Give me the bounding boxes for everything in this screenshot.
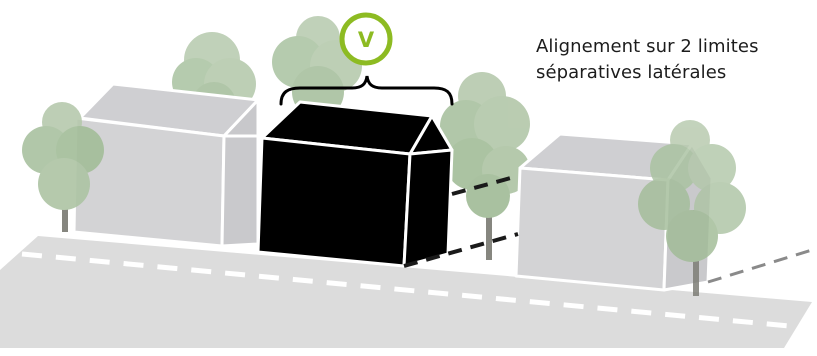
boundary-line-right-neighbor xyxy=(707,248,813,284)
target-building-front-facade xyxy=(256,136,412,268)
caption: Alignement sur 2 limites séparatives lat… xyxy=(536,34,806,86)
caption-line-1: Alignement sur 2 limites xyxy=(536,36,759,57)
lot-boundaries xyxy=(403,174,813,284)
zone-badge: V xyxy=(339,12,393,66)
caption-line-2: séparatives latérales xyxy=(536,62,727,83)
road-marking xyxy=(21,251,801,330)
tree-left-edge xyxy=(22,102,104,232)
building-side-facade xyxy=(220,134,260,248)
curly-brace xyxy=(279,75,454,106)
boundary-line-front xyxy=(403,232,519,268)
boundary-line-rear xyxy=(451,174,519,196)
target-building xyxy=(256,100,454,268)
badge-circle xyxy=(339,12,393,66)
neighbor-building-left xyxy=(72,82,260,248)
tree-right-front xyxy=(638,120,746,296)
badge-letter: V xyxy=(358,28,375,52)
road xyxy=(0,236,812,348)
target-building-side-facade xyxy=(402,148,454,268)
